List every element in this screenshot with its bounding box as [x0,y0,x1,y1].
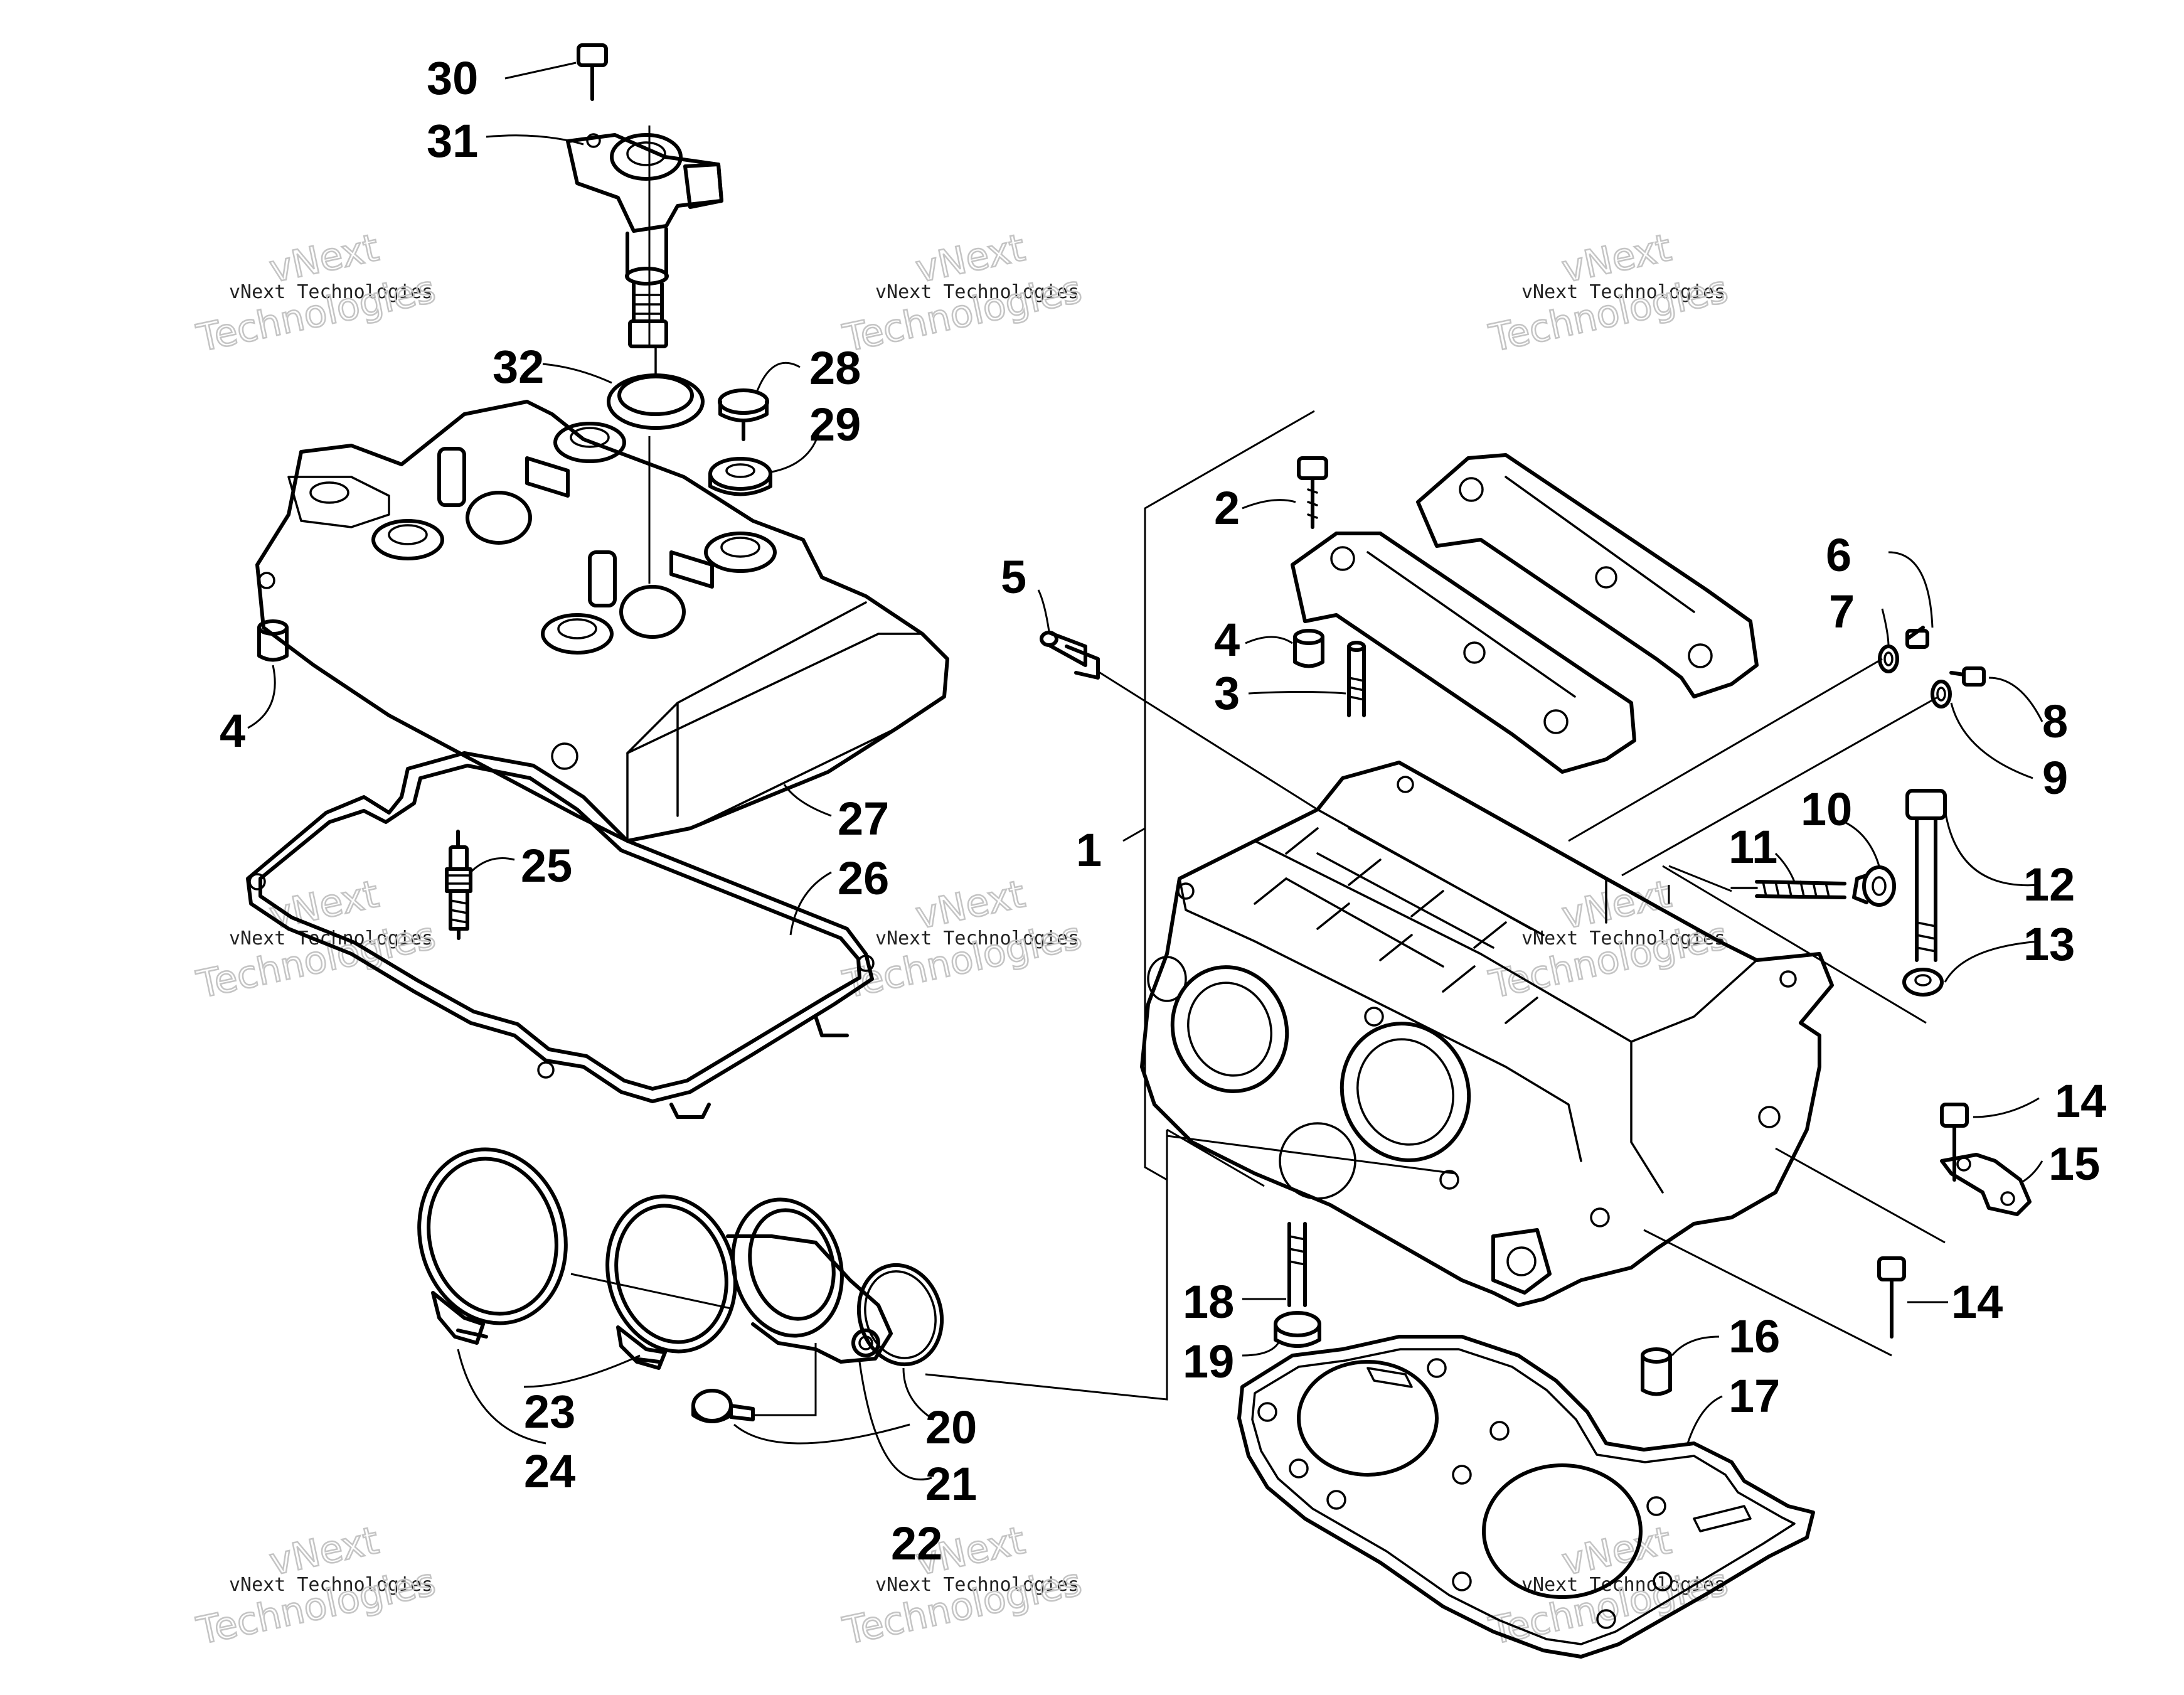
callout-17: 17 [1729,1370,1780,1422]
camshaft-cap-lower [1291,532,1636,774]
part-27-valve-cover [255,400,949,843]
part-8-bolt [1949,666,1986,687]
callout-1: 1 [1076,824,1102,876]
callout-14: 14 [1951,1276,2003,1328]
svg-text:vNext Technologies: vNext Technologies [229,281,433,303]
part-19-seal [1274,1311,1321,1348]
part-7-washer [1878,644,1899,673]
leader-lines [247,61,2043,1481]
watermark: vNext vNext Technologies Technologies [838,225,1086,362]
callout-5: 5 [1001,551,1026,603]
part-14-bolt-lower [1877,1256,1906,1339]
svg-text:vNext Technologies: vNext Technologies [1521,1574,1725,1596]
watermark: vNext vNext Technologies Technologies [1484,225,1732,362]
callout-19: 19 [1183,1335,1234,1388]
part-9-washer [1931,680,1952,708]
svg-text:vNext Technologies: vNext Technologies [875,928,1079,949]
part-17-head-gasket [1237,1335,1815,1659]
part-10-nut [1852,865,1896,907]
callout-12: 12 [2023,858,2075,911]
watermark: vNext vNext Technologies Technologies [838,1518,1086,1655]
part-14-bolt-upper [1940,1103,1969,1182]
svg-text:vNext Technologies: vNext Technologies [229,1574,433,1596]
camshaft-cap-upper [1416,453,1759,698]
svg-text:vNext Technologies: vNext Technologies [875,281,1079,303]
part-11-stud [1730,880,1846,899]
watermark: vNext vNext Technologies Technologies [1484,872,1732,1008]
callout-31: 31 [427,115,478,167]
callout-3: 3 [1214,667,1240,719]
callout-8: 8 [2042,695,2068,747]
svg-text:vNext Technologies: vNext Technologies [875,1574,1079,1596]
part-24-clamp [417,1147,568,1345]
callout-4: 4 [220,705,245,757]
part-31-ignition-coil [566,133,723,348]
callout-23: 23 [524,1386,575,1438]
part-16-dowel [1641,1347,1672,1396]
part-4-dowel-right [1293,629,1324,668]
callout-2: 2 [1214,482,1240,534]
callout-15: 15 [2048,1138,2100,1190]
part-5-fitting [1040,631,1100,680]
svg-text:vNext Technologies: vNext Technologies [1521,281,1725,303]
callout-28: 28 [809,342,861,394]
part-23-clamp [605,1194,737,1370]
part-12-bolt [1905,789,1947,962]
callout-21: 21 [925,1458,977,1510]
part-6-bolt [1905,626,1929,649]
callout-7: 7 [1829,585,1855,638]
part-20-o-ring [856,1263,944,1367]
part-28-bolt [718,388,769,441]
watermark: vNext vNext Technologies Technologies [192,1518,440,1655]
callout-24: 24 [524,1445,575,1497]
callout-32: 32 [493,341,544,393]
callout-16: 16 [1729,1310,1780,1362]
callout-13: 13 [2023,918,2075,970]
callout-18: 18 [1183,1276,1234,1328]
callout-29: 29 [809,398,861,451]
callout-25: 25 [521,840,572,892]
part-21-intake-boot [726,1197,893,1364]
part-15-bracket [1940,1153,2032,1216]
svg-text:vNext Technologies: vNext Technologies [1521,928,1725,949]
part-32-seal [607,347,705,430]
part-1-cylinder-head [1140,761,1834,1307]
part-18-stud [1287,1222,1307,1307]
part-30-bolt [577,43,608,101]
watermark: vNext vNext Technologies Technologies [192,225,440,362]
part-2-bolt [1297,456,1328,529]
callout-27: 27 [838,793,889,845]
callout-4: 4 [1214,614,1240,666]
callout-labels: 1 2 3 4 4 5 6 7 8 9 10 11 12 13 14 15 14… [220,52,2106,1569]
part-25-spark-plug [445,830,472,940]
callout-10: 10 [1801,783,1852,835]
part-26-gasket [246,751,875,1119]
part-22-bolt [691,1389,755,1423]
part-13-washer [1902,968,1944,997]
part-29-grommet [708,457,772,496]
callout-14: 14 [2055,1075,2106,1127]
callout-22: 22 [891,1517,942,1569]
callout-26: 26 [838,852,889,904]
callout-30: 30 [427,52,478,104]
callout-20: 20 [925,1401,977,1453]
callout-11: 11 [1729,821,1777,873]
callout-9: 9 [2042,752,2068,804]
part-3-stud [1347,641,1366,717]
callout-6: 6 [1826,529,1851,581]
